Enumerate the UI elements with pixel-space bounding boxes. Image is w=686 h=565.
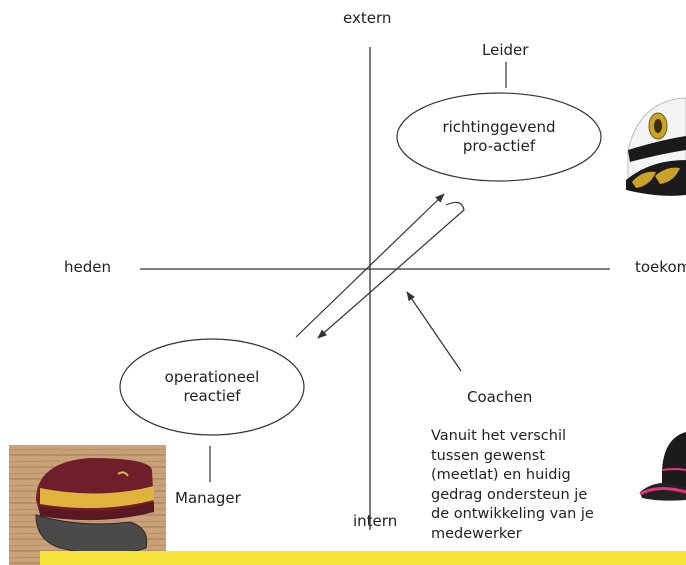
coach-arrow [406,291,462,372]
coach-desc-line: de ontwikkeling van je [431,506,594,522]
manager-line-1: operationeel [164,368,260,386]
highlight-band [40,551,686,565]
baseball-cap-image [639,432,686,501]
coach-desc-line: (meetlat) en huidig [431,467,571,483]
leader-ellipse-text: richtinggevend pro-actief [410,118,588,156]
leader-line-1: richtinggevend [442,118,556,136]
axis-label-left: heden [64,258,111,276]
coach-desc-line: Vanuit het verschil [431,428,567,444]
axis-label-right: toekom [635,258,686,276]
return-arrow [317,201,465,339]
conductor-cap-image [9,445,166,565]
axis-label-bottom: intern [353,512,398,530]
axis-label-top: extern [343,9,392,27]
captain-cap-image [626,97,686,196]
coach-desc-line: gedrag ondersteun je [431,486,588,503]
manager-line-2: reactief [183,387,241,405]
manager-ellipse-text: operationeel reactief [130,368,294,406]
manager-ellipse [119,338,305,436]
coach-description: Vanuit het verschil tussen gewenst (meet… [431,427,631,544]
coach-desc-line: tussen gewenst [431,447,546,464]
leader-ellipse [396,92,602,182]
growth-arrow [295,193,445,338]
coach-desc-line: medewerker [431,525,522,542]
manager-label: Manager [175,489,241,507]
leader-line-2: pro-actief [462,137,536,155]
leader-label: Leider [482,41,529,59]
coach-label: Coachen [467,388,533,406]
